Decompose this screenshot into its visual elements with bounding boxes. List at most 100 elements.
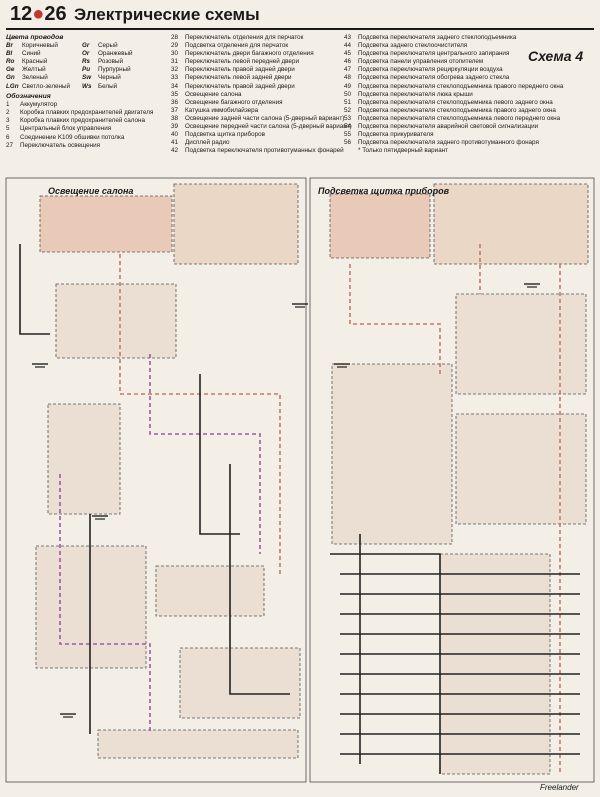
wire-ro-2 [349,264,441,374]
fuse-box-cabin-right [433,183,589,265]
legend-number: 47 [344,66,352,74]
fuse-box-cabin-lower [55,283,177,359]
legend-number: 53 [344,114,352,122]
door-switch-block [179,647,301,719]
fuse-box-engine [39,195,173,253]
legend-number: 44 [344,42,352,50]
legend-row: 49 Подсветка переключателя стеклоподъемни… [344,83,594,91]
legend-text: Подсветка панели управления отопителем [358,58,484,66]
wire-color-name: Коричневый [22,42,58,50]
legend-number: 35 [171,90,179,98]
switch-block-lower [455,413,587,525]
legend-text: Освещение задней части салона (5-дверный… [185,114,345,122]
wire-color-name: Серый [98,42,118,50]
wiring-diagram [5,177,595,783]
wire-pu-2 [59,474,151,734]
wire-color-code: Rs [82,58,91,66]
legend-row: 38 Освещение задней части салона (5-дверн… [171,114,345,123]
legend-text: Освещение багажного отделения [185,98,283,106]
legend-text: Освещение передней части салона (5-дверн… [185,123,352,131]
wire-sw-4 [229,464,290,695]
wire-color-code: LGn [6,82,19,90]
legend-number: 46 [344,58,352,66]
right-panel-title: Подсветка щитка приборов [318,186,450,196]
legend-text: Подсветка переключателя стеклоподъемника… [358,82,564,90]
legend-number: 32 [171,66,179,74]
legend-text: Переключатель освещения [20,141,101,149]
legend-text: Переключатель левой передней двери [185,58,299,66]
legend-text: Подсветка щитка приборов [185,131,265,139]
wire-color-code: Ws [82,82,92,90]
legend-text: Переключатель отделения для перчаток [185,34,304,41]
legend-number: 43 [344,34,352,41]
wire-sw-2 [199,374,240,535]
wire-color-code: Sw [82,74,92,82]
fuse-box-cabin [173,183,299,265]
legend-number: 41 [171,139,179,147]
right-panel-frame [309,177,595,783]
legend-number: 34 [171,82,179,90]
interior-light-module [47,403,121,515]
legend-number: 27 [6,141,14,149]
legend-number: 51 [344,98,352,106]
legend-text: Подсветка переключателя стеклоподъемника… [358,114,561,122]
legend-number: 31 [171,58,179,66]
legend-number: 38 [171,114,179,122]
wire-color-code: Ge [6,66,15,74]
fuse-box-engine-right [329,193,431,259]
legend-text: Катушка иммобилайзера [185,106,259,114]
legend-row: 28 Переключатель отделения для перчаток [171,34,341,42]
legend-number: 2 [6,109,10,117]
legend-text: Подсветка переключателя рециркуляции воз… [358,66,503,74]
connector-k109 [97,729,299,759]
legend-text: Коробка плавких предохранителей салона [20,117,145,125]
legend-number: 52 [344,106,352,114]
left-panel-frame [5,177,307,783]
legend-text: * Только пятидверный вариант [358,147,449,155]
legend-number: 28 [171,34,179,41]
wire-color-name: Белый [98,82,118,90]
legend-text: Подсветка переключателя люка крыши [358,90,473,98]
legend-text: Подсветка переключателя стеклоподъемника… [358,106,556,114]
legend-row: 46 Подсветка панели управления отопителем [344,58,594,66]
legend-number: 54 [344,123,352,131]
wire-color-name: Желтый [22,66,46,74]
legend-text: Подсветка отделения для перчаток [185,42,289,50]
legend-number: 37 [171,106,179,114]
wire-color-name: Синий [22,50,41,58]
legend-row: 52 Подсветка переключателя стеклоподъемни… [344,107,594,115]
wire-color-name: Красный [22,58,48,66]
header-rule [6,28,594,30]
legend-number: 49 [344,82,352,90]
legend-text: Подсветка переключателя стеклоподъемника… [358,98,553,106]
legend-row: 34 Переключатель правой задней двери [171,83,341,91]
legend-text: Подсветка переключателя заднего стеклопо… [358,34,517,41]
legend-text: Соединение K109 обшивки потолка [20,133,125,141]
legend-row: 27 Переключатель освещения [6,142,156,150]
wire-color-code: Pu [82,66,91,74]
legend-text: Подсветка прикуривателя [358,131,434,139]
legend-text: Переключатель правой задней двери [185,82,295,90]
